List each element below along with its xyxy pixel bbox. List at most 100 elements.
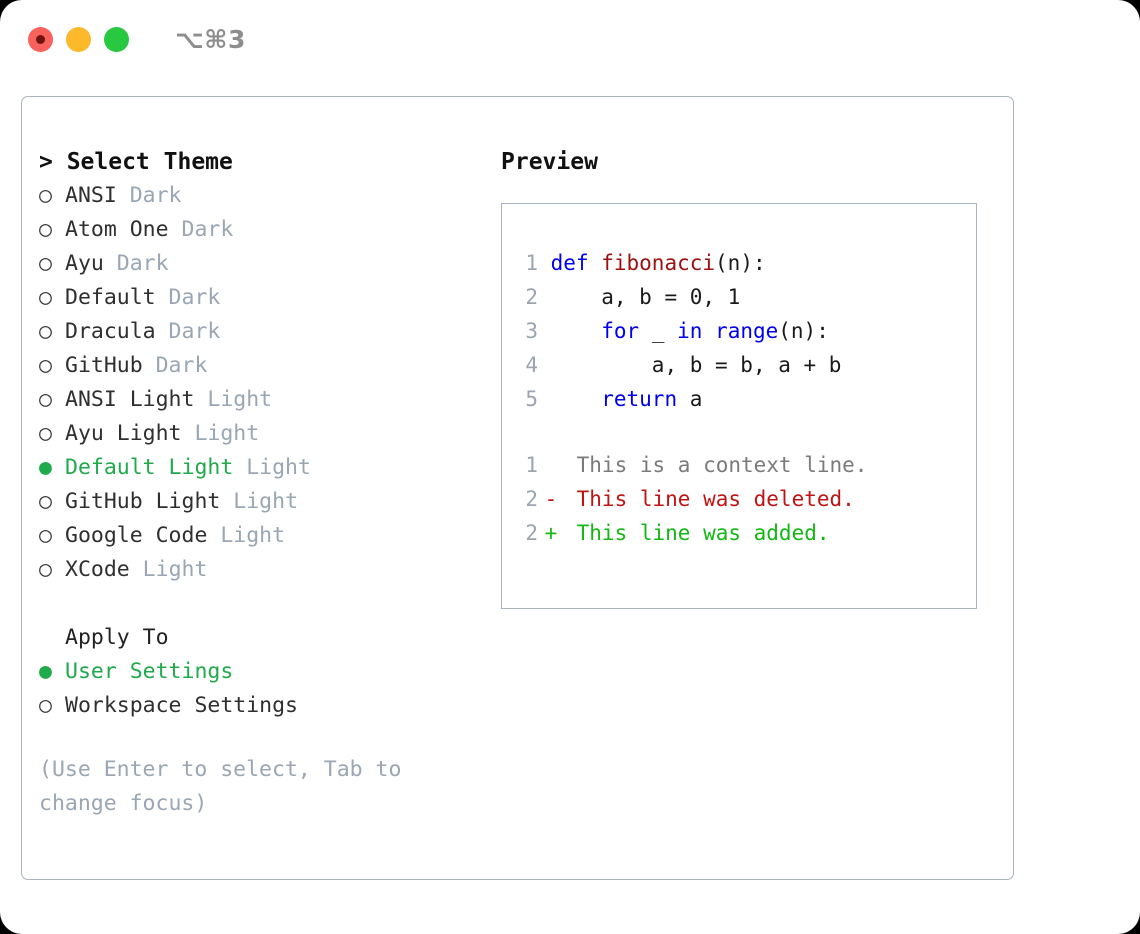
- radio-unselected-icon: ○: [39, 523, 52, 548]
- preview-column: Preview 1 def fibonacci(n):2 a, b = 0, 1…: [501, 145, 1001, 609]
- theme-option-label: XCode: [65, 557, 130, 582]
- code-token-txt: a, b = 0, 1: [550, 285, 741, 309]
- theme-option-tag: Dark: [116, 183, 182, 208]
- radio-unselected-icon: ○: [39, 421, 52, 446]
- apply-to-option-label: User Settings: [65, 659, 234, 684]
- preview-title: Preview: [501, 149, 598, 175]
- code-token-kw: def: [550, 251, 602, 275]
- theme-option-github-light[interactable]: ○GitHub Light Light: [39, 485, 499, 519]
- diff-text: This is a context line.: [564, 453, 868, 477]
- radio-unselected-icon: ○: [39, 183, 52, 208]
- close-button[interactable]: [28, 26, 53, 52]
- theme-option-tag: Light: [194, 387, 273, 412]
- theme-option-label: Atom One: [65, 217, 169, 242]
- theme-option-xcode[interactable]: ○ XCode Light: [39, 553, 499, 587]
- line-number: 1: [525, 453, 538, 477]
- code-token-txt: a, b = b, a + b: [550, 353, 842, 377]
- theme-option-label: Ayu: [65, 251, 104, 276]
- theme-option-label: Ayu Light: [65, 421, 182, 446]
- list-spacer: [39, 587, 499, 621]
- line-number: 1: [525, 251, 538, 275]
- theme-option-label: Google Code: [65, 523, 208, 548]
- theme-option-tag: Dark: [142, 353, 208, 378]
- theme-option-ayu-light[interactable]: ○ Ayu Light Light: [39, 417, 499, 451]
- radio-unselected-icon: ○: [39, 353, 52, 378]
- keyboard-shortcut-label: ⌥⌘3: [175, 24, 246, 54]
- radio-selected-icon: ●: [39, 455, 52, 480]
- radio-unselected-icon: ○: [39, 319, 52, 344]
- theme-option-default-light[interactable]: ● Default Light Light: [39, 451, 499, 485]
- code-token-txt: a: [689, 387, 703, 411]
- diff-sample: 1 This is a context line.2- This line wa…: [512, 448, 970, 550]
- line-number: 2: [525, 285, 538, 309]
- radio-unselected-icon: ○: [39, 251, 52, 276]
- code-token-txt: _: [651, 319, 678, 343]
- theme-option-label: GitHub Light: [65, 489, 221, 514]
- apply-to-header: Apply To: [65, 625, 169, 650]
- code-token-kw: in: [677, 319, 716, 343]
- code-line: 4 a, b = b, a + b: [512, 348, 970, 382]
- theme-option-tag: Light: [207, 523, 286, 548]
- radio-unselected-icon: ○: [39, 693, 52, 718]
- theme-option-label: Default Light: [65, 455, 234, 480]
- theme-option-tag: Light: [233, 455, 311, 480]
- window-controls: [28, 26, 129, 52]
- diff-text: This line was deleted.: [564, 487, 855, 511]
- diff-marker: -: [544, 487, 558, 511]
- code-token-fn: fibonacci: [601, 251, 716, 275]
- line-number: 5: [525, 387, 538, 411]
- theme-option-dracula[interactable]: ○ Dracula Dark: [39, 315, 499, 349]
- theme-option-ansi[interactable]: ○ ANSI Dark: [39, 179, 499, 213]
- theme-list[interactable]: ○ANSI Dark○Atom One Dark○Ayu Dark○Defaul…: [39, 179, 499, 587]
- theme-option-tag: Dark: [155, 319, 221, 344]
- radio-unselected-icon: ○: [39, 387, 52, 412]
- code-line: 5 return a: [512, 382, 970, 416]
- maximize-button[interactable]: [104, 26, 129, 52]
- apply-to-option-user-settings[interactable]: ● User Settings: [39, 655, 499, 689]
- code-line: 3 for _ in range(n):: [512, 314, 970, 348]
- radio-unselected-icon: ○: [39, 489, 52, 514]
- theme-option-label: ANSI Light: [65, 387, 195, 412]
- theme-option-ansi-light[interactable]: ○ ANSI Light Light: [39, 383, 499, 417]
- code-token-kw: for: [550, 319, 652, 343]
- code-token-kw: range: [715, 319, 779, 343]
- diff-text: This line was added.: [564, 521, 830, 545]
- code-token-kw: return: [550, 387, 690, 411]
- theme-option-label: Dracula: [65, 319, 156, 344]
- keyboard-hint: (Use Enter to select, Tab to change focu…: [39, 757, 402, 816]
- line-number: 2: [525, 521, 538, 545]
- theme-option-default[interactable]: ○Default Dark: [39, 281, 499, 315]
- theme-option-tag: Light: [129, 557, 208, 582]
- theme-option-github[interactable]: ○GitHub Dark: [39, 349, 499, 383]
- theme-option-atom-one[interactable]: ○ Atom One Dark: [39, 213, 499, 247]
- theme-option-ayu[interactable]: ○ Ayu Dark: [39, 247, 499, 281]
- line-number: 2: [525, 487, 538, 511]
- apply-to-list[interactable]: ● User Settings ○ Workspace Settings: [39, 655, 499, 723]
- radio-unselected-icon: ○: [39, 217, 52, 242]
- close-icon: [36, 34, 45, 44]
- radio-unselected-icon: ○: [39, 285, 52, 310]
- code-line: 2 a, b = 0, 1: [512, 280, 970, 314]
- title-bar: ⌥⌘3: [0, 0, 1140, 78]
- theme-option-tag: Dark: [168, 217, 234, 242]
- minimize-button[interactable]: [66, 26, 91, 52]
- theme-option-google-code[interactable]: ○ Google Code Light: [39, 519, 499, 553]
- diff-line-ctx: 1 This is a context line.: [512, 448, 970, 482]
- radio-selected-icon: ●: [39, 659, 52, 684]
- line-number: 3: [525, 319, 538, 343]
- theme-option-label: ANSI: [65, 183, 117, 208]
- theme-option-tag: Light: [181, 421, 260, 446]
- apply-to-option-label: Workspace Settings: [65, 693, 298, 718]
- diff-line-del: 2- This line was deleted.: [512, 482, 970, 516]
- apply-to-option-workspace-settings[interactable]: ○ Workspace Settings: [39, 689, 499, 723]
- line-number: 4: [525, 353, 538, 377]
- code-token-txt: (n):: [778, 319, 829, 343]
- radio-unselected-icon: ○: [39, 557, 52, 582]
- theme-option-tag: Dark: [103, 251, 169, 276]
- code-line: 1 def fibonacci(n):: [512, 246, 970, 280]
- theme-picker-column: > Select Theme ○ANSI Dark○Atom One Dark○…: [39, 145, 499, 821]
- diff-line-add: 2+ This line was added.: [512, 516, 970, 550]
